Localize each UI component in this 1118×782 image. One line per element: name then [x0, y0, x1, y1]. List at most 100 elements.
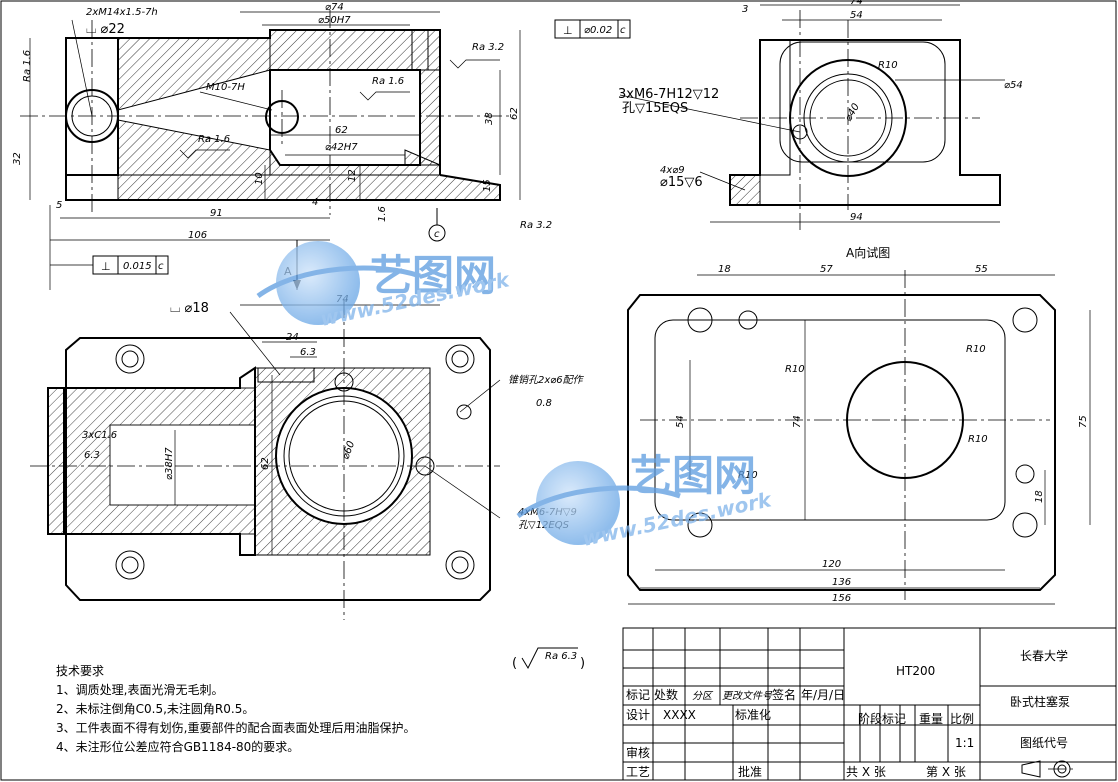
tb-scale: 1:1 [955, 736, 974, 750]
fcf-top-value: ⌀0.02 [584, 25, 612, 36]
tb-ratio: 比例 [950, 712, 974, 726]
dim-74: ⌀74 [325, 2, 344, 13]
dim-3: 3 [742, 4, 748, 15]
tb-design: 设计 [626, 708, 650, 722]
dim-24: 24 [286, 332, 299, 343]
watermark-top: 艺图网 www.52des.work [256, 241, 513, 331]
thread-callout-m6-12: 3xM6-7H12▽12 [618, 87, 719, 102]
dim-r10-d: R10 [738, 470, 758, 481]
tb-process: 工艺 [626, 765, 650, 779]
thread-callout-eqs: 孔▽15EQS [622, 101, 688, 116]
dim-18b: 18 [1034, 490, 1045, 503]
dim-62c: 62 [260, 457, 271, 470]
fcf-top-datum: c [620, 25, 626, 36]
dim-74c: 74 [792, 415, 803, 428]
ra-right-top: Ra 3.2 [472, 42, 504, 53]
dim-136: 136 [832, 577, 851, 588]
svg-text:): ) [580, 656, 585, 671]
view-a-title: A向试图 [846, 245, 890, 260]
bottom-right-view-a: A向试图 18 57 55 R10 R10 R10 R10 54 74 75 1… [627, 245, 1091, 605]
ra-6-3: 6.3 [84, 450, 100, 461]
roughness-ra-6-3: Ra 6.3 [545, 651, 577, 662]
dim-57: 57 [820, 264, 833, 275]
dim-5: 5 [56, 200, 62, 211]
tb-standardize: 标准化 [735, 708, 771, 722]
projection-symbol-icon [1021, 760, 1041, 778]
dim-10: 10 [254, 172, 265, 185]
tb-hdr-mark: 标记 [626, 688, 650, 702]
dim-55: 55 [975, 264, 988, 275]
hole-callout-15: ⌀15▽6 [660, 175, 703, 190]
counterbore-18: ⌴ ⌀18 [170, 301, 209, 316]
fcf-bot-symbol: ⊥ [101, 260, 111, 273]
ra-right-bot: Ra 3.2 [520, 220, 552, 231]
fcf-bot-datum: c [158, 261, 164, 272]
tb-school: 长春大学 [1020, 648, 1068, 663]
tech-item-4: 4、未注形位公差应符合GB1184-80的要求。 [56, 740, 300, 754]
fcf-bot-value: 0.015 [123, 261, 152, 272]
dim-40-dia: ⌀40 [843, 102, 862, 124]
hole-callout-4x9: 4x⌀9 [660, 165, 685, 176]
pin-hole-ra: 0.8 [536, 398, 552, 409]
tb-approve: 批准 [738, 764, 762, 779]
dim-106: 106 [188, 230, 207, 241]
tech-item-2: 2、未标注倒角C0.5,未注圆角R0.5。 [56, 702, 255, 716]
tb-check: 审核 [626, 745, 650, 760]
tb-sheet-no: 第 X 张 [926, 765, 966, 779]
dim-r10-c: R10 [968, 434, 988, 445]
watermark-mid: 艺图网 www.52des.work [516, 451, 775, 551]
ra-mid: Ra 1.6 [198, 134, 230, 145]
tb-hdr-date: 年/月/日 [801, 688, 845, 702]
dim-54r: 54 [850, 10, 863, 21]
top-right-end-view: 3 74 54 R10 ⌀54 ⌀40 94 3xM6-7H12▽12 孔▽15… [618, 0, 1023, 230]
dim-54-dia: ⌀54 [1004, 80, 1023, 91]
dim-r10: R10 [878, 60, 898, 71]
datum-c: c [434, 229, 440, 240]
tb-drawing-no-label: 图纸代号 [1020, 736, 1068, 750]
counterbore-22: ⌴ ⌀22 [86, 22, 125, 37]
tech-item-1: 1、调质处理,表面光滑无毛刺。 [56, 683, 224, 697]
tech-requirements: 技术要求 1、调质处理,表面光滑无毛刺。 2、未标注倒角C0.5,未注圆角R0.… [56, 662, 415, 757]
svg-text:(: ( [512, 656, 517, 671]
thread-callout-m14: 2xM14x1.5-7h [86, 7, 158, 18]
dim-6-3: 6.3 [300, 347, 316, 358]
dim-75: 75 [1078, 415, 1089, 428]
tb-part-name: 卧式柱塞泵 [1010, 694, 1070, 709]
tb-stage-mark: 阶段标记 [858, 711, 906, 726]
dim-50h7: ⌀50H7 [318, 15, 351, 26]
tech-item-3: 3、工件表面不得有划伤,重要部件的配合面表面处理后用油脂保护。 [56, 721, 416, 735]
dim-4: 4 [312, 197, 318, 208]
ra-left: Ra 1.6 [22, 50, 33, 82]
dim-42h7: ⌀42H7 [325, 142, 358, 153]
dim-15: 15 [482, 179, 493, 192]
tb-hdr-change-doc: 更改文件号 [722, 690, 773, 702]
watermark-cn-1: 艺图网 [370, 251, 496, 300]
dim-38h7: ⌀38H7 [164, 447, 175, 480]
tb-hdr-count: 处数 [654, 687, 678, 702]
dim-12: 12 [347, 169, 358, 182]
pin-hole-callout: 锥销孔2x⌀6配作 [508, 374, 585, 386]
dim-62a: 62 [335, 125, 348, 136]
tb-hdr-zone: 分区 [692, 690, 714, 702]
dim-32: 32 [12, 152, 23, 165]
title-block: HT200 长春大学 卧式柱塞泵 图纸代号 标记 处数 分区 更改文件号 签名 … [622, 627, 1117, 781]
dim-94: 94 [850, 212, 863, 223]
watermark-cn-2: 艺图网 [630, 451, 756, 500]
general-roughness: ( Ra 6.3 ) [512, 647, 585, 671]
thread-callout-m10: M10-7H [206, 82, 245, 93]
dim-18a: 18 [718, 264, 731, 275]
dim-120: 120 [822, 559, 841, 570]
dim-156: 156 [832, 593, 851, 604]
dim-74r: 74 [850, 0, 863, 7]
tb-sheets: 共 X 张 [846, 765, 886, 779]
ra-top: Ra 1.6 [372, 76, 404, 87]
tech-heading: 技术要求 [56, 664, 105, 678]
tb-material: HT200 [896, 664, 935, 678]
dim-91: 91 [210, 208, 223, 219]
fcf-top-symbol: ⊥ [563, 24, 573, 37]
dim-62b: 62 [509, 107, 520, 120]
dim-1-6: 1.6 [377, 206, 388, 222]
dim-r10-b: R10 [966, 344, 986, 355]
